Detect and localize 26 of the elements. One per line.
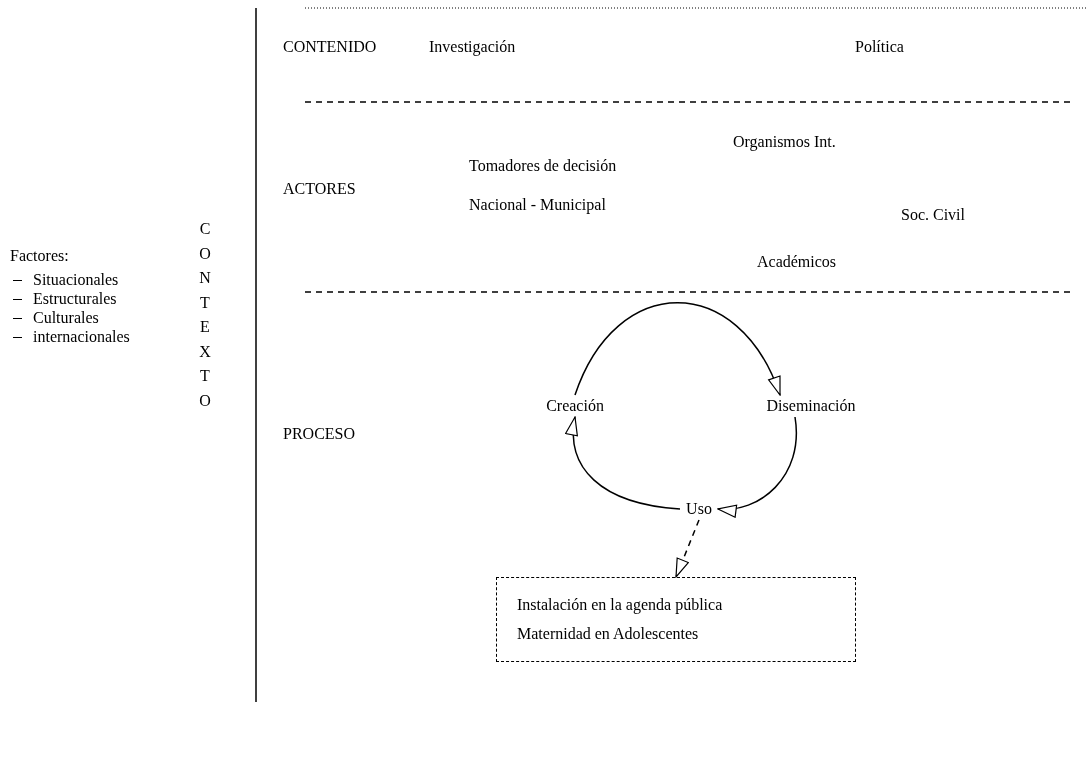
arrow bbox=[717, 416, 798, 517]
text-label: ACTORES bbox=[283, 179, 356, 199]
dashed-box bbox=[496, 577, 856, 662]
list-item: Situacionales bbox=[33, 270, 119, 290]
vertical-label: CONTEXTO bbox=[198, 219, 212, 411]
box-text: Instalación en la agenda pública bbox=[517, 595, 723, 615]
process-step: Creación bbox=[546, 396, 604, 416]
arrow bbox=[675, 519, 700, 578]
text-label: Investigación bbox=[429, 37, 516, 57]
box-text: Maternidad en Adolescentes bbox=[517, 624, 699, 644]
list-item: Culturales bbox=[33, 308, 99, 328]
text-label: Nacional - Municipal bbox=[469, 195, 606, 215]
process-step: Diseminación bbox=[766, 396, 856, 416]
text-label: Política bbox=[855, 37, 904, 57]
text-label: Tomadores de decisión bbox=[469, 156, 617, 176]
text-label: Factores: bbox=[10, 246, 69, 266]
arrow bbox=[566, 416, 681, 510]
text-label: Soc. Civil bbox=[901, 205, 965, 225]
arrow bbox=[574, 302, 781, 396]
text-label: Organismos Int. bbox=[733, 132, 836, 152]
process-step: Uso bbox=[686, 499, 712, 519]
list-item: Estructurales bbox=[33, 289, 117, 309]
text-label: PROCESO bbox=[283, 424, 356, 444]
list-item: internacionales bbox=[33, 327, 130, 347]
text-label: CONTENIDO bbox=[283, 37, 377, 57]
text-label: Académicos bbox=[757, 252, 837, 272]
